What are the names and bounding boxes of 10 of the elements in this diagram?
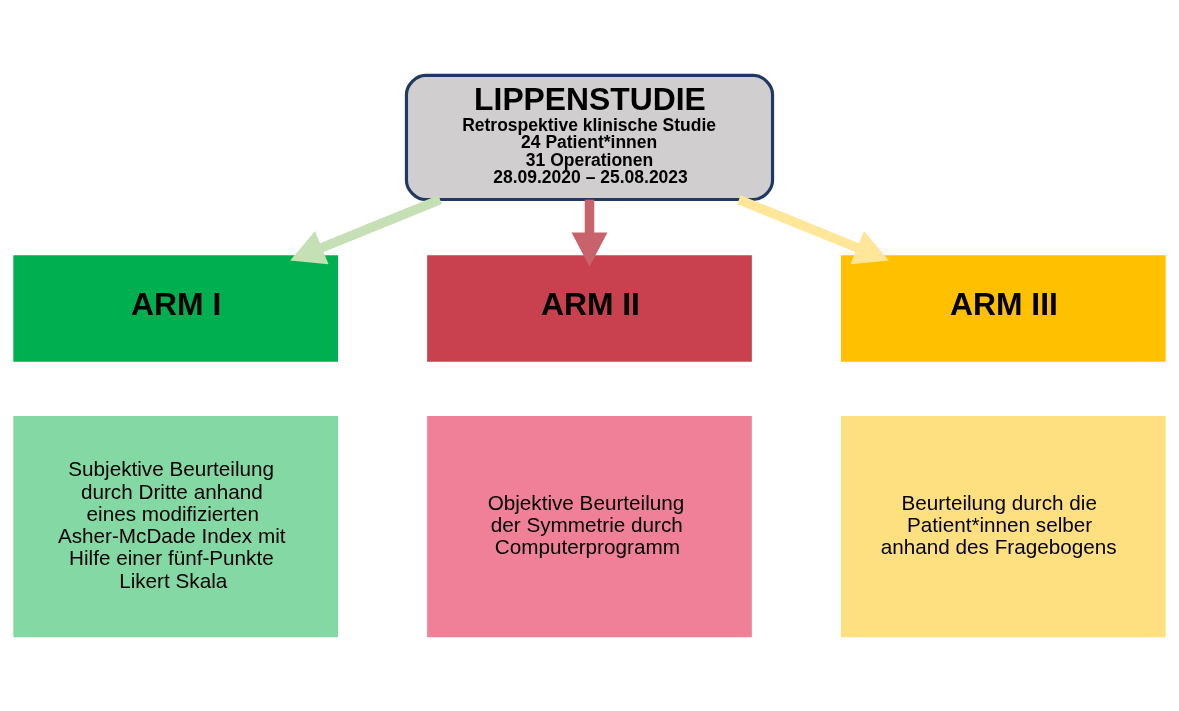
node-box: ARM III [841,255,1166,362]
node-box: ARM II [427,255,752,362]
node-box: LIPPENSTUDIE Retrospektive klinische Studie 24 Patient*innen 31 Operationen 28.09.2020 – 25.08.2023 [404,73,775,202]
arrow [571,199,608,267]
node-box: Subjektive Beurteilung durch Dritte anhand eines modifizierten Asher-McDade Index mit Hilfe einer fünf-Punkte Likert Skala [13,416,338,638]
arrow [290,195,442,265]
node-box: ARM I [13,255,338,362]
node-box: Objektive Beurteilung der Symmetrie durch Computerprogramm [427,416,752,638]
arrow [737,195,889,265]
node-box: Beurteilung durch die Patient*innen selber anhand des Fragebogens [841,416,1166,638]
